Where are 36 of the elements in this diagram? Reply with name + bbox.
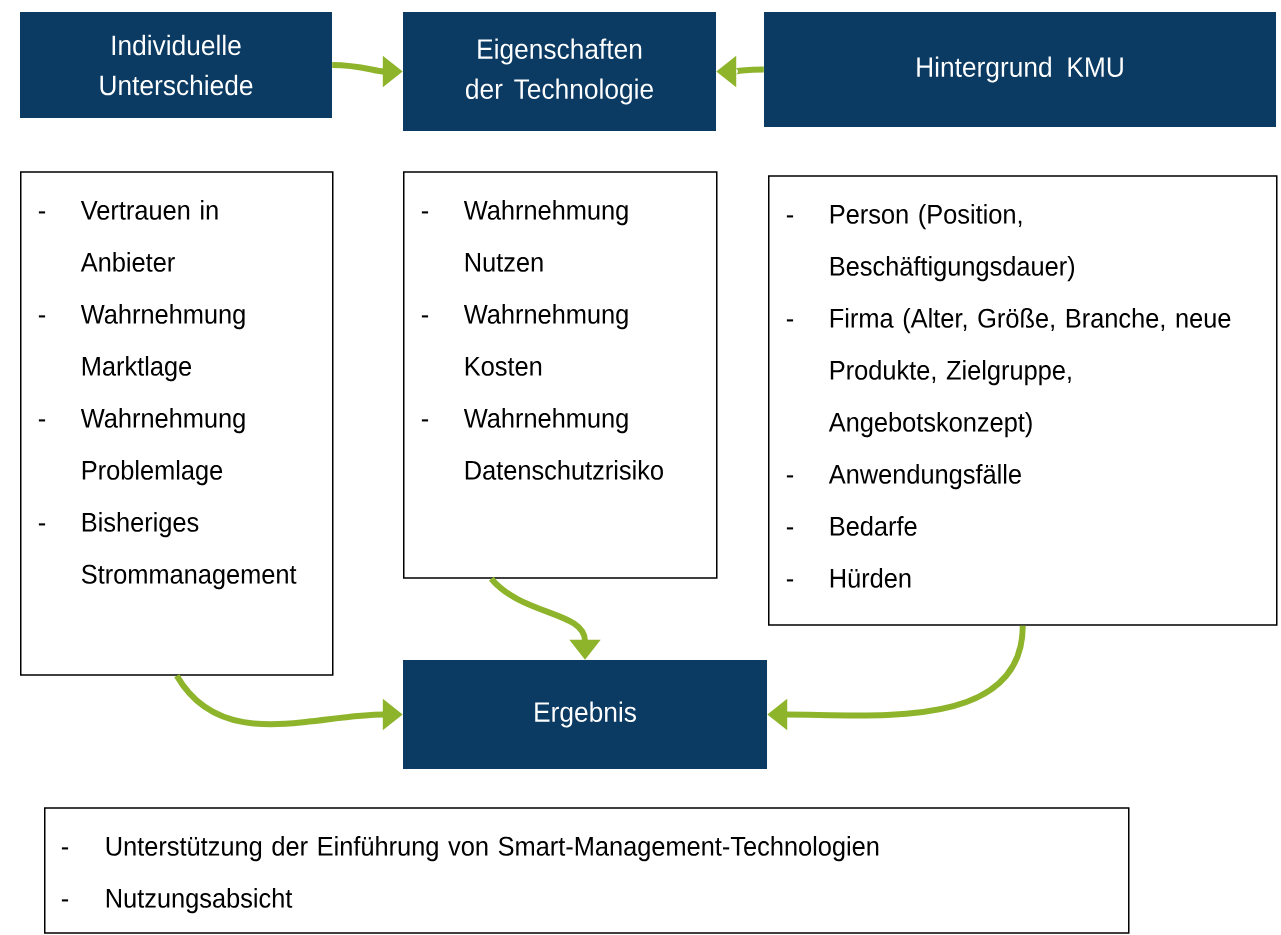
list-box — [20, 171, 334, 676]
list-item: Wahrnehmung Nutzen — [463, 200, 628, 272]
list-item: Bisheriges Strommanagement — [81, 512, 297, 590]
header-box: Individuelle Unterschiede — [20, 12, 332, 118]
bullet-dash: - — [38, 315, 46, 318]
list-box — [44, 807, 1130, 934]
bullet-dash: - — [421, 315, 429, 318]
list-item: Hürden — [830, 568, 911, 588]
list-box — [403, 171, 718, 579]
list-item: Anwendungsfälle — [828, 464, 1021, 490]
list-item: Bedarfe — [830, 516, 917, 536]
bullet-dash: - — [786, 215, 794, 218]
list-item: Wahrnehmung Datenschutzrisiko — [463, 408, 663, 480]
bullet-dash: - — [786, 319, 794, 322]
list-item: Wahrnehmung Problemlage — [80, 408, 245, 486]
bullet-dash: - — [786, 579, 794, 582]
header-box: Hintergrund KMU — [764, 12, 1276, 127]
header-box: Ergebnis — [403, 660, 767, 769]
bullet-dash: - — [421, 211, 429, 214]
bullet-dash: - — [61, 899, 69, 902]
bullet-dash: - — [38, 419, 46, 422]
list-item: Nutzungsabsicht — [106, 888, 293, 914]
bullet-dash: - — [38, 523, 46, 526]
bullet-dash: - — [38, 211, 46, 214]
bullet-dash: - — [61, 847, 69, 850]
list-item: Wahrnehmung Kosten — [463, 304, 628, 376]
list-item: Wahrnehmung Marktlage — [80, 304, 245, 382]
list-box — [768, 175, 1278, 626]
bullet-dash: - — [421, 419, 429, 422]
header-box: Eigenschaften der Technologie — [403, 12, 716, 131]
list-item: Vertrauen in Anbieter — [80, 200, 218, 272]
list-item: Person (Position, Beschäftigungsdauer) — [830, 204, 1075, 282]
bullet-dash: - — [786, 527, 794, 530]
list-item: Unterstützung der Einführung von Smart-Management-Technologien — [106, 836, 879, 862]
list-item: Firma (Alter, Größe, Branche, neue Produkte, Zielgruppe, Angebotskonzept) — [828, 308, 1231, 438]
bullet-dash: - — [786, 475, 794, 478]
